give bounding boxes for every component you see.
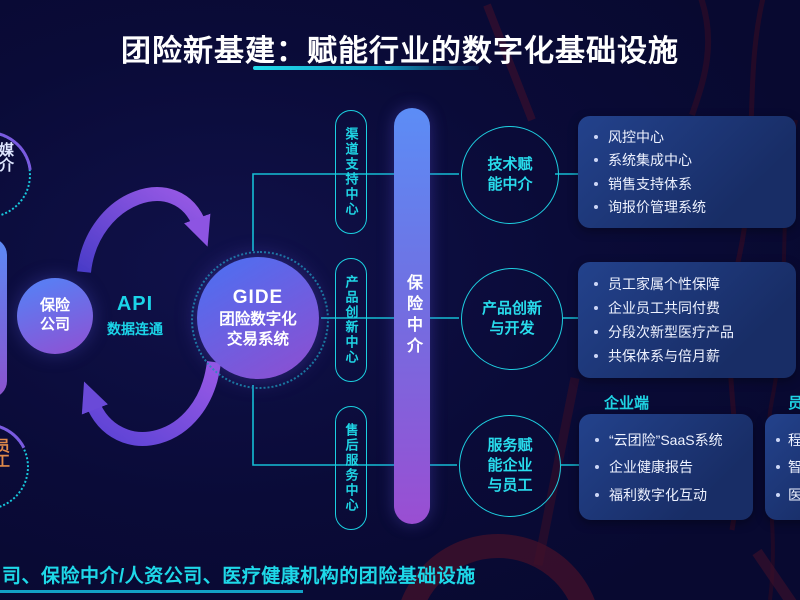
footer-text: 司、保险中介/人资公司、医疗健康机构的团险基础设施 [2,566,476,587]
panel-tech-item-2: 系统集成中心 [608,152,692,169]
outcome-tech-line2: 能中介 [487,176,533,193]
hub-line2: 团险数字化 [219,311,297,329]
list-item: 医 [771,485,800,505]
panel-product-item-2: 企业员工共同付费 [608,300,720,316]
outcome-service-line1: 服务赋 [487,436,533,454]
list-item: 企业健康报告 [591,457,741,477]
list-item: 员工家属个性保障 [590,274,784,294]
list-item: 分段次新型医疗产品 [590,322,784,342]
panel-product-item-4: 共保体系与倍月薪 [608,348,720,364]
pill-aftersales-service: 售后服务中心 [335,406,367,530]
panel-employee-label: 员 [788,395,800,412]
api-line2: 数据连通 [107,321,163,337]
panel-employee-item-3: 医 [788,486,800,503]
panel-tech: 风控中心 系统集成中心 销售支持体系 询报价管理系统 [578,116,796,228]
bullet-icon [594,135,598,140]
bullet-icon [594,354,598,358]
bullet-icon [594,330,598,334]
panel-enterprise-item-3: 福利数字化互动 [609,486,707,503]
hub-circle: GIDE 团险数字化 交易系统 [197,257,319,379]
panel-product-item-3: 分段次新型医疗产品 [608,324,734,340]
list-item: 智 [771,457,800,477]
api-line1: API [116,293,154,315]
partial-circle-bottom-label: 员工 [0,438,10,468]
api-label: API 数据连通 [98,293,172,339]
list-item: 共保体系与倍月薪 [590,346,784,366]
outcome-circle-tech: 技术赋 能中介 [461,126,559,224]
partial-circle-top-label: 媒介 [0,142,14,172]
title-underline [253,66,479,70]
bullet-icon [776,465,780,469]
list-item: 询报价管理系统 [590,197,784,217]
panel-enterprise-label: 企业端 [604,395,650,412]
bullet-icon [594,204,598,209]
hub-dotted-ring [191,251,329,389]
pill-product-innovation: 产品创新中心 [335,258,367,382]
outcome-circle-product: 产品创新 与开发 [461,268,563,370]
outcome-tech-line1: 技术赋 [487,155,533,173]
panel-enterprise: “云团险”SaaS系统 企业健康报告 福利数字化互动 [579,414,753,520]
page-title: 团险新基建：赋能行业的数字化基础设施 [121,35,679,68]
outcome-service-line2: 能企业 [487,456,533,474]
outcome-product-line1: 产品创新 [481,299,542,317]
pill-channel-support-label: 渠道支持中心 [343,127,359,217]
pill-aftersales-service-label: 售后服务中心 [343,423,359,513]
hub-line3: 交易系统 [226,331,289,349]
list-item: “云团险”SaaS系统 [591,430,741,450]
outcome-circle-service: 服务赋 能企业 与员工 [459,415,561,517]
cycle-arrow-top-icon [77,187,211,273]
list-item: 风控中心 [590,127,784,147]
panel-enterprise-item-2: 企业健康报告 [609,459,693,475]
footer-underline [0,590,303,593]
intermediary-bar: 保险中介 [394,108,430,524]
bullet-icon [594,306,598,310]
panel-product: 员工家属个性保障 企业员工共同付费 分段次新型医疗产品 共保体系与倍月薪 [578,262,796,378]
panel-tech-item-1: 风控中心 [608,129,664,146]
panel-enterprise-item-1: “云团险”SaaS系统 [609,431,723,448]
panel-employee-item-2: 智 [788,459,800,475]
list-item: 企业员工共同付费 [590,298,784,318]
insurer-circle: 保险 公司 [17,278,93,354]
list-item: 销售支持体系 [590,174,784,194]
partial-left-bar [0,238,7,398]
list-item: 程 [771,430,800,450]
panel-employee: 程 智 医 [765,414,800,520]
panel-tech-item-3: 销售支持体系 [608,175,692,192]
pill-product-innovation-label: 产品创新中心 [343,275,359,365]
cycle-arrow-bottom-icon [81,360,221,446]
panel-product-item-1: 员工家属个性保障 [608,276,720,292]
outcome-service-line3: 与员工 [487,477,533,495]
panel-employee-item-1: 程 [788,431,800,448]
bullet-icon [595,437,599,442]
bullet-icon [594,158,598,163]
panel-tech-item-4: 询报价管理系统 [608,198,706,215]
bullet-icon [595,492,599,497]
bullet-icon [776,437,780,442]
hub-line1: GIDE [232,286,284,308]
intermediary-bar-label: 保险中介 [404,274,421,358]
bullet-icon [776,492,780,497]
list-item: 福利数字化互动 [591,485,741,505]
pill-channel-support: 渠道支持中心 [335,110,367,234]
list-item: 系统集成中心 [590,150,784,170]
bullet-icon [595,465,599,469]
bullet-icon [594,282,598,286]
outcome-product-line2: 与开发 [489,320,535,337]
insurer-line2: 公司 [39,316,70,333]
insurer-line1: 保险 [39,297,70,315]
bullet-icon [594,181,598,186]
